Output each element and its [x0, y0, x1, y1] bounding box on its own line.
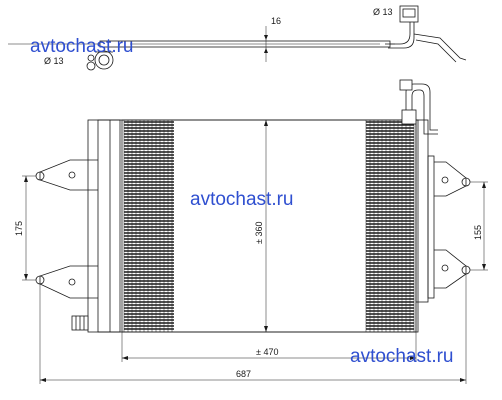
- watermark-bottom: avtochast.ru: [350, 346, 454, 367]
- left-mount-spacing-label: 175: [14, 221, 24, 236]
- left-fitting-ring: [94, 50, 114, 70]
- core-width-dim-label: ± 470: [256, 347, 278, 357]
- left-pipe-diameter-label: Ø 13: [44, 56, 64, 66]
- core-fins-right: [365, 120, 415, 332]
- dimension-lines: [22, 120, 488, 384]
- front-view: [35, 79, 471, 333]
- core-fins-left: [123, 120, 174, 332]
- watermark-middle: avtochast.ru: [190, 189, 294, 210]
- height-dim-label: ± 360: [254, 222, 264, 244]
- left-upper-bracket: [39, 159, 98, 191]
- right-pipe-diameter-label: Ø 13: [373, 7, 393, 17]
- thickness-dim-label: 16: [271, 16, 281, 26]
- right-upper-bracket: [434, 161, 467, 197]
- core-outline: [121, 119, 417, 333]
- overall-width-dim-label: 687: [236, 369, 251, 379]
- left-header-tank: [97, 119, 121, 333]
- right-mount-spacing-label: 155: [473, 225, 483, 240]
- watermark-top: avtochast.ru: [30, 36, 134, 57]
- right-fitting: [399, 5, 419, 23]
- right-lower-bracket: [434, 249, 467, 289]
- right-pipe: [385, 20, 411, 45]
- top-view: [8, 5, 467, 71]
- left-lower-bracket: [39, 265, 98, 299]
